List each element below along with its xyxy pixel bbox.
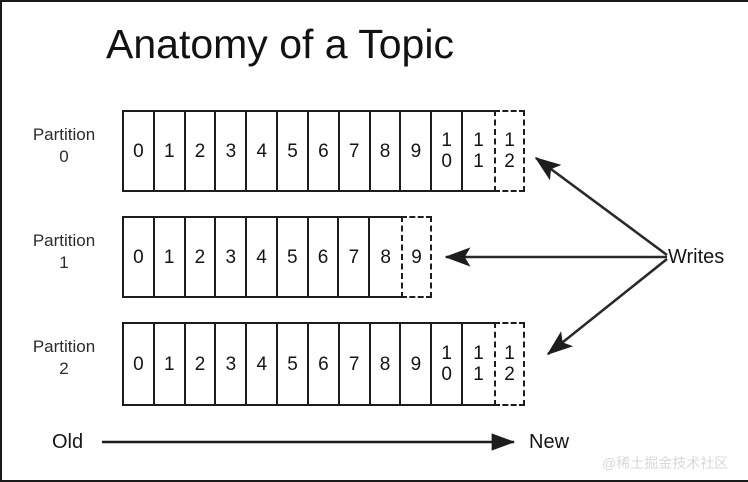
log-cell: 1 bbox=[155, 112, 186, 190]
partition-row-0: Partition 0 0 1 2 3 4 5 6 7 8 9 1 0 1 1 … bbox=[2, 110, 748, 192]
partition-row-2: Partition 2 0 1 2 3 4 5 6 7 8 9 1 0 1 1 … bbox=[2, 322, 748, 406]
log-cell: 4 bbox=[247, 112, 279, 190]
log-cell: 7 bbox=[340, 324, 371, 404]
writes-label: Writes bbox=[668, 246, 725, 268]
log-cell: 8 bbox=[371, 324, 402, 404]
log-cell: 7 bbox=[340, 112, 371, 190]
partition-2-label: Partition 2 bbox=[32, 337, 96, 378]
log-cell: 5 bbox=[278, 112, 309, 190]
log-cell: 7 bbox=[339, 218, 371, 296]
log-cell: 1 1 bbox=[473, 130, 484, 172]
log-cell: 2 bbox=[186, 324, 217, 404]
log-cell: 8 bbox=[380, 246, 391, 268]
log-cell: 4 bbox=[247, 324, 279, 404]
page-title: Anatomy of a Topic bbox=[106, 21, 454, 67]
partition-0-log: 0 1 2 3 4 5 6 7 8 9 1 0 1 1 bbox=[122, 110, 496, 192]
partition-1-log: 0 1 2 3 4 5 6 7 8 bbox=[122, 216, 403, 298]
partition-2-pending-cell: 1 2 bbox=[494, 322, 525, 406]
log-cell: 1 0 bbox=[432, 324, 464, 404]
log-cell: 2 bbox=[186, 112, 217, 190]
log-cell: 9 bbox=[401, 112, 433, 190]
log-cell: 6 bbox=[309, 112, 340, 190]
timeline-old-label: Old bbox=[52, 431, 84, 453]
log-cell: 0 bbox=[124, 218, 155, 296]
partition-1-pending-cell: 9 bbox=[401, 216, 432, 298]
log-cell: 3 bbox=[216, 324, 248, 404]
log-cell: 2 bbox=[186, 218, 217, 296]
partition-1-label: Partition 1 bbox=[32, 231, 96, 272]
log-cell: 0 bbox=[124, 324, 155, 404]
log-cell: 1 0 bbox=[432, 112, 464, 190]
log-cell: 4 bbox=[247, 218, 278, 296]
log-cell: 5 bbox=[278, 218, 309, 296]
log-cell: 3 bbox=[216, 218, 248, 296]
log-cell: 9 bbox=[401, 324, 433, 404]
log-cell: 8 bbox=[371, 112, 402, 190]
log-cell: 1 bbox=[155, 218, 186, 296]
log-cell: 1 1 bbox=[473, 343, 484, 385]
log-cell: 6 bbox=[309, 324, 340, 404]
timeline-new-label: New bbox=[529, 431, 570, 453]
log-cell: 1 bbox=[155, 324, 186, 404]
log-cell: 6 bbox=[309, 218, 340, 296]
watermark: @稀土掘金技术社区 bbox=[602, 455, 729, 471]
log-cell: 0 bbox=[124, 112, 155, 190]
partition-row-1: Partition 1 0 1 2 3 4 5 6 7 8 9 bbox=[2, 216, 748, 298]
log-cell: 5 bbox=[278, 324, 309, 404]
partition-0-label: Partition 0 bbox=[32, 125, 96, 166]
partition-0-pending-cell: 1 2 bbox=[494, 110, 525, 192]
log-cell: 3 bbox=[216, 112, 248, 190]
partition-2-log: 0 1 2 3 4 5 6 7 8 9 1 0 1 1 bbox=[122, 322, 496, 406]
